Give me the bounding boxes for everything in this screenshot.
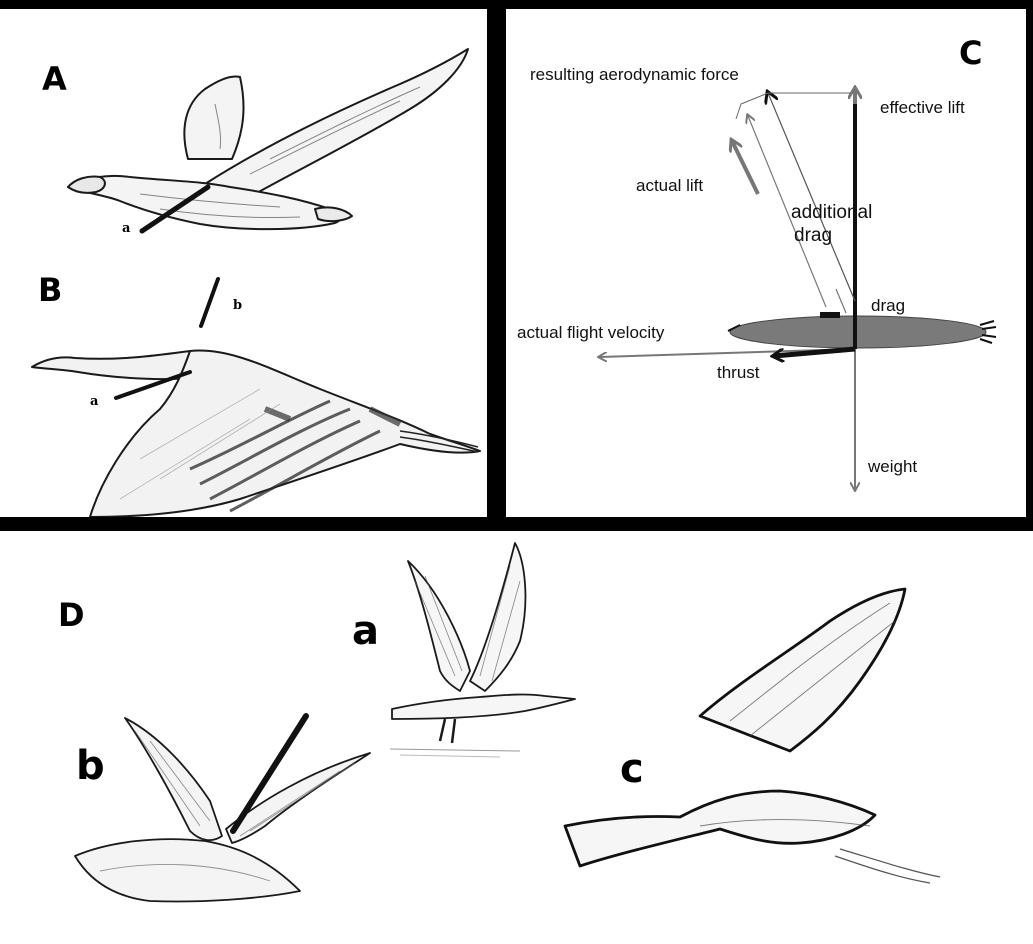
panel-letter-b: B [38, 274, 62, 306]
label-actual-lift: actual lift [636, 175, 703, 196]
actual-lift-vector [732, 141, 758, 194]
wing-marker [820, 312, 840, 318]
label-effective-lift: effective lift [880, 97, 965, 118]
label-additional-drag-line1: additional [791, 201, 872, 225]
panel-divider-vertical [487, 9, 506, 529]
label-c: c [620, 749, 644, 789]
panel-divider-right [1026, 9, 1033, 529]
panel-divider-horizontal [0, 517, 1033, 531]
bird-b [75, 718, 370, 902]
panel-letter-a: A [42, 63, 67, 95]
panel-letter-d: D [58, 599, 85, 631]
label-a: a [352, 611, 379, 651]
panel-a: A a [0, 9, 487, 259]
label-a: a [122, 222, 130, 235]
label-b: b [233, 299, 242, 312]
label-flight-velocity: actual flight velocity [517, 322, 664, 343]
label-a: a [90, 395, 98, 408]
top-border [0, 0, 1033, 9]
panel-b: B a b [0, 259, 487, 517]
bird-c [565, 589, 905, 866]
crane-flight-illustration [0, 259, 487, 517]
label-thrust: thrust [717, 362, 760, 383]
panel-d: D a b c [0, 531, 1033, 944]
label-b: b [76, 746, 105, 786]
thrust-vector [774, 349, 855, 356]
panel-c: C resulting aerodynamic force effective … [506, 9, 1026, 517]
label-weight: weight [868, 456, 917, 477]
bird-body-ellipse [730, 316, 986, 348]
goose-flight-illustration [0, 9, 487, 259]
pointer-line-b [201, 279, 218, 326]
label-drag: drag [871, 295, 905, 316]
label-resulting-force: resulting aerodynamic force [530, 64, 739, 85]
panel-letter-c: C [959, 37, 982, 69]
heron-flight-illustrations [0, 531, 1033, 944]
label-additional-drag-line2: drag [794, 224, 832, 248]
bird-a [392, 543, 575, 743]
